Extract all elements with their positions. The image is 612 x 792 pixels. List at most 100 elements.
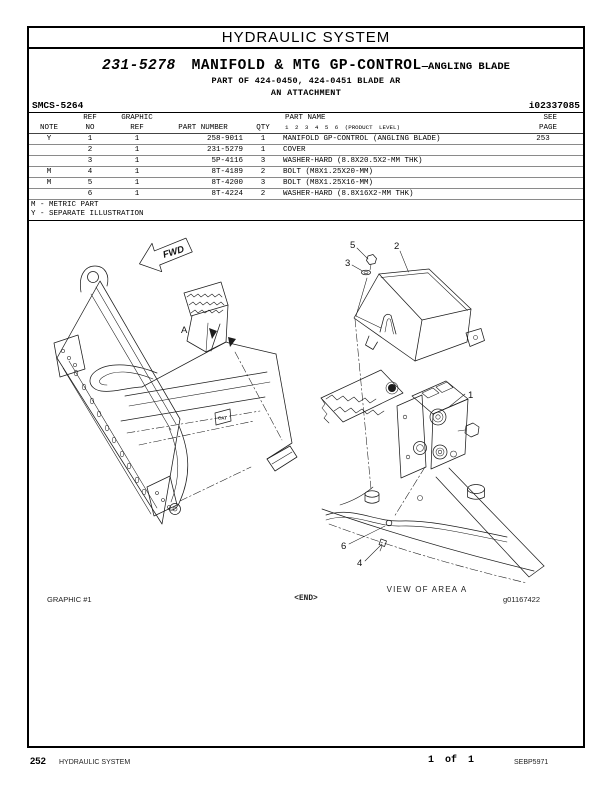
- title-block: 231-5278 MANIFOLD & MTG GP-CONTROL—ANGLI…: [29, 49, 583, 100]
- callout-1: 1: [468, 390, 473, 401]
- bolt-5-glyph: [367, 255, 377, 271]
- assembly-part-number: 231-5278: [102, 58, 176, 74]
- assembly-subtitle-1: PART OF 424-0450, 424-0451 BLADE AR: [211, 76, 401, 86]
- table-row: Y 1 1 258-9011 1 MANIFOLD GP-CONTROL (AN…: [29, 133, 583, 145]
- assembly-title-suffix: —ANGLING BLADE: [421, 61, 510, 73]
- callout-2: 2: [394, 241, 399, 252]
- callout-leaders: [349, 248, 465, 561]
- col-qty: QTY: [243, 113, 283, 134]
- cell-see-page: [503, 188, 583, 200]
- assembly-subtitle-2: AN ATTACHMENT: [270, 88, 342, 98]
- callout-6: 6: [341, 541, 346, 552]
- page-footer: 252 HYDRAULIC SYSTEM 1 of 1 SEBP5971: [0, 754, 612, 774]
- cell-part-name: COVER: [283, 144, 503, 156]
- blade-assembly: [54, 266, 180, 524]
- cell-see-page: [503, 155, 583, 167]
- cell-part-name: MANIFOLD GP-CONTROL (ANGLING BLADE): [283, 133, 503, 145]
- cover-part: [354, 269, 485, 361]
- cell-note: [29, 155, 69, 167]
- col-note: NOTE: [29, 113, 69, 134]
- doc-id: i02337085: [528, 100, 580, 111]
- callout-4: 4: [357, 558, 362, 569]
- cell-see-page: [503, 177, 583, 189]
- cell-qty: 1: [243, 144, 283, 156]
- table-legend: M - METRIC PART Y - SEPARATE ILLUSTRATIO…: [29, 200, 583, 221]
- cell-part-name: WASHER-HARD (8.8X20.5X2-MM THK): [283, 155, 503, 167]
- footer-manual-id: SEBP5971: [514, 758, 549, 766]
- cell-qty: 3: [243, 177, 283, 189]
- graphic-area: FWD: [29, 221, 583, 757]
- cell-note: [29, 144, 69, 156]
- cell-part-number: 8T-4200: [163, 177, 243, 189]
- pointer-arrow-icon: [228, 337, 236, 347]
- table-row: 3 1 5P-4116 3 WASHER-HARD (8.8X20.5X2-MM…: [29, 155, 583, 167]
- product-level-note: 1 2 3 4 5 6 (PRODUCT LEVEL): [285, 124, 400, 131]
- cell-ref-no: 2: [69, 144, 111, 156]
- cell-ref-no: 3: [69, 155, 111, 167]
- manifold-part: [397, 381, 479, 478]
- smcs-row: SMCS-5264 i02337085: [29, 100, 583, 113]
- graphic-id: g01167422: [503, 595, 540, 604]
- parts-diagram: FWD: [29, 221, 587, 594]
- footer-page-count: 1 of 1: [428, 755, 475, 766]
- cell-graphic-ref: 1: [111, 144, 163, 156]
- washer-3-glyph: [361, 270, 370, 275]
- smcs-code: SMCS-5264: [32, 100, 84, 111]
- cell-part-number: 231-5279: [163, 144, 243, 156]
- system-title: HYDRAULIC SYSTEM: [221, 29, 391, 46]
- cell-note: [29, 188, 69, 200]
- cell-see-page: 253: [503, 133, 583, 145]
- cell-ref-no: 1: [69, 133, 111, 145]
- page-frame: HYDRAULIC SYSTEM 231-5278 MANIFOLD & MTG…: [27, 26, 585, 748]
- table-row: M 5 1 8T-4200 3 BOLT (M8X1.25X16-MM): [29, 177, 583, 189]
- cat-logo: CAT: [218, 416, 227, 421]
- cell-qty: 2: [243, 166, 283, 178]
- view-caption: VIEW OF AREA A: [387, 585, 468, 594]
- pointer-arrow-icon: [209, 328, 217, 339]
- cell-graphic-ref: 1: [111, 133, 163, 145]
- table-row: M 4 1 8T-4189 2 BOLT (M8X1.25X20-MM): [29, 166, 583, 178]
- cell-part-name: WASHER-HARD (8.8X16X2-MM THK): [283, 188, 503, 200]
- cell-ref-no: 4: [69, 166, 111, 178]
- col-part-number: PART NUMBER: [163, 113, 243, 134]
- legend-metric: M - METRIC PART: [31, 201, 99, 209]
- cell-qty: 3: [243, 155, 283, 167]
- callout-3: 3: [345, 258, 350, 269]
- table-row: 6 1 8T-4224 2 WASHER-HARD (8.8X16X2-MM T…: [29, 188, 583, 200]
- serrated-bracket: [321, 370, 403, 423]
- masthead: HYDRAULIC SYSTEM: [29, 28, 583, 49]
- cell-graphic-ref: 1: [111, 166, 163, 178]
- detail-view: 5 3 2 1 6 4 VIEW OF AREA A: [321, 240, 544, 594]
- cell-qty: 1: [243, 133, 283, 145]
- cell-part-name: BOLT (M8X1.25X16-MM): [283, 177, 503, 189]
- assembly-title: MANIFOLD & MTG GP-CONTROL: [191, 58, 422, 74]
- fwd-arrow-icon: FWD: [135, 233, 195, 277]
- cell-ref-no: 6: [69, 188, 111, 200]
- table-row: 2 1 231-5279 1 COVER: [29, 144, 583, 156]
- cell-note: M: [29, 166, 69, 178]
- cell-see-page: [503, 144, 583, 156]
- push-frame: A: [90, 282, 297, 515]
- graphic-label: GRAPHIC #1: [47, 595, 92, 604]
- cell-graphic-ref: 1: [111, 155, 163, 167]
- legend-separate-illustration: Y - SEPARATE ILLUSTRATION: [31, 209, 144, 218]
- footer-section: HYDRAULIC SYSTEM: [59, 758, 131, 766]
- cell-see-page: [503, 166, 583, 178]
- cell-qty: 2: [243, 188, 283, 200]
- cell-note: M: [29, 177, 69, 189]
- area-a-label: A: [181, 325, 188, 336]
- frame-bottom: [322, 468, 544, 583]
- cell-part-number: 8T-4224: [163, 188, 243, 200]
- cell-graphic-ref: 1: [111, 188, 163, 200]
- cell-part-number: 8T-4189: [163, 166, 243, 178]
- cell-part-number: 5P-4116: [163, 155, 243, 167]
- end-marker: <END>: [294, 595, 318, 603]
- cell-ref-no: 5: [69, 177, 111, 189]
